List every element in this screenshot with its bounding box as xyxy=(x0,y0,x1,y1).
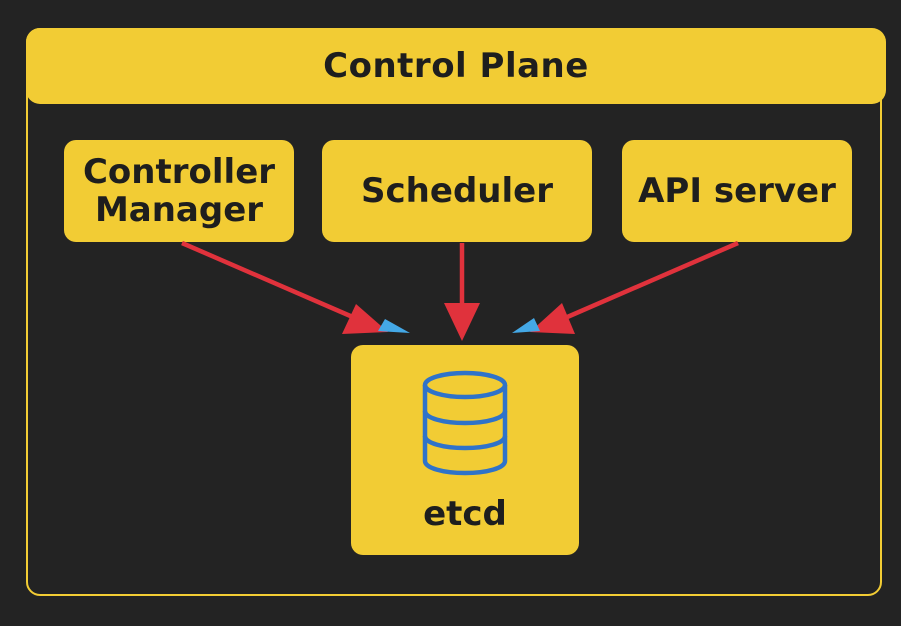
scheduler-box: Scheduler xyxy=(322,140,592,242)
database-icon xyxy=(422,370,508,476)
scheduler-label: Scheduler xyxy=(361,171,553,211)
controller-manager-label-line2: Manager xyxy=(94,190,264,230)
etcd-box: etcd xyxy=(351,345,579,555)
controller-manager-box: Controller Manager xyxy=(64,140,294,242)
api-server-label: API server xyxy=(638,171,836,211)
api-server-box: API server xyxy=(622,140,852,242)
controller-manager-label-line1: Controller xyxy=(82,152,276,192)
etcd-label: etcd xyxy=(423,494,507,534)
control-plane-title: Control Plane xyxy=(26,28,886,104)
